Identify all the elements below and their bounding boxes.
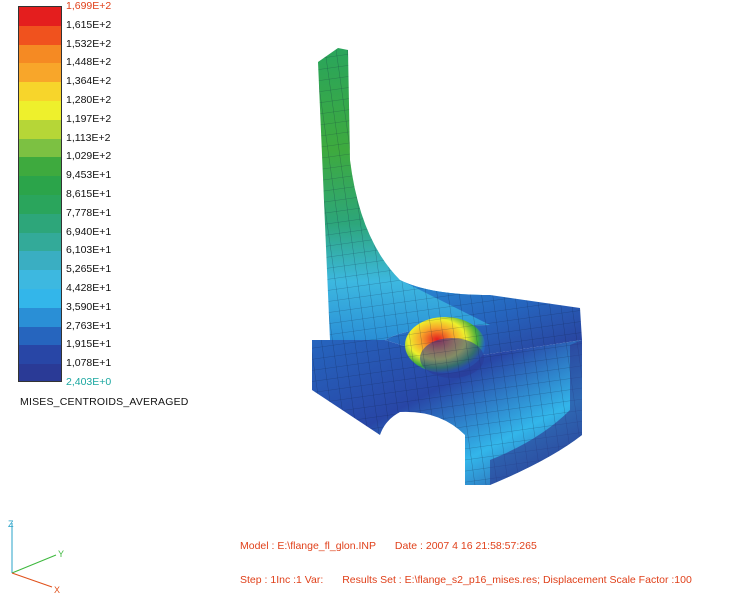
legend-swatch	[19, 326, 61, 346]
legend-level-label: 1,364E+2	[66, 75, 112, 88]
legend-swatch	[19, 63, 61, 83]
legend-swatch	[19, 44, 61, 64]
legend-level-label: 2,403E+0	[66, 376, 112, 388]
legend-swatch	[19, 119, 61, 139]
legend-swatch	[19, 176, 61, 195]
axis-y-label: Y	[58, 549, 64, 559]
legend-swatch	[19, 345, 61, 365]
legend-level-label: 6,940E+1	[66, 225, 112, 238]
legend-level-label: 5,265E+1	[66, 263, 112, 276]
legend-color-bar	[18, 6, 62, 382]
legend-swatch	[19, 82, 61, 101]
legend-level-label: 7,778E+1	[66, 206, 112, 219]
fem-model-view[interactable]	[290, 40, 610, 500]
legend-level-label: 1,699E+2	[66, 0, 112, 12]
legend-swatch	[19, 307, 61, 327]
model-path: Model : E:\flange_fl_glon.INP	[240, 540, 376, 552]
legend-level-label: 1,029E+2	[66, 150, 112, 163]
legend-level-label: 3,590E+1	[66, 300, 112, 313]
legend-level-label: 1,078E+1	[66, 357, 112, 370]
legend-level-label: 1,448E+2	[66, 56, 112, 69]
legend-level-label: 1,197E+2	[66, 112, 112, 125]
model-info-line: Model : E:\flange_fl_glon.INP Date : 200…	[240, 540, 553, 552]
legend-swatch	[19, 100, 61, 120]
legend-swatch	[19, 232, 61, 252]
axis-x-label: X	[54, 585, 60, 595]
legend-level-label: 1,615E+2	[66, 18, 112, 31]
legend-swatch	[19, 194, 61, 214]
legend-level-label: 4,428E+1	[66, 282, 112, 294]
model-date: Date : 2007 4 16 21:58:57:265	[394, 540, 537, 552]
legend-swatch	[19, 25, 61, 45]
legend-level-label: 1,915E+1	[66, 338, 112, 351]
legend-level-label: 1,113E+2	[66, 131, 111, 144]
legend-level-label: 1,280E+2	[66, 94, 112, 106]
legend-swatch	[19, 138, 61, 158]
results-info-line: Step : 1Inc :1 Var: Results Set : E:\fla…	[240, 574, 708, 586]
legend-level-label: 1,532E+2	[66, 37, 112, 50]
legend-swatch	[19, 251, 61, 271]
legend-title: MISES_CENTROIDS_AVERAGED	[20, 396, 189, 408]
legend-swatch	[19, 7, 61, 26]
legend-swatch	[19, 288, 61, 308]
legend-swatch	[19, 157, 61, 177]
legend-level-label: 6,103E+1	[66, 244, 112, 257]
legend-swatch	[19, 364, 61, 381]
legend-level-label: 2,763E+1	[66, 319, 112, 332]
axis-triad: Z Y X	[8, 519, 64, 595]
legend-swatch	[19, 213, 61, 233]
legend-swatch	[19, 270, 61, 289]
legend-level-label: 9,453E+1	[66, 169, 112, 182]
legend-level-label: 8,615E+1	[66, 188, 112, 200]
step-info: Step : 1Inc :1 Var:	[240, 574, 324, 586]
results-set: Results Set : E:\flange_s2_p16_mises.res…	[342, 574, 692, 586]
axis-z-label: Z	[8, 519, 14, 529]
flange-side-face	[490, 340, 582, 485]
